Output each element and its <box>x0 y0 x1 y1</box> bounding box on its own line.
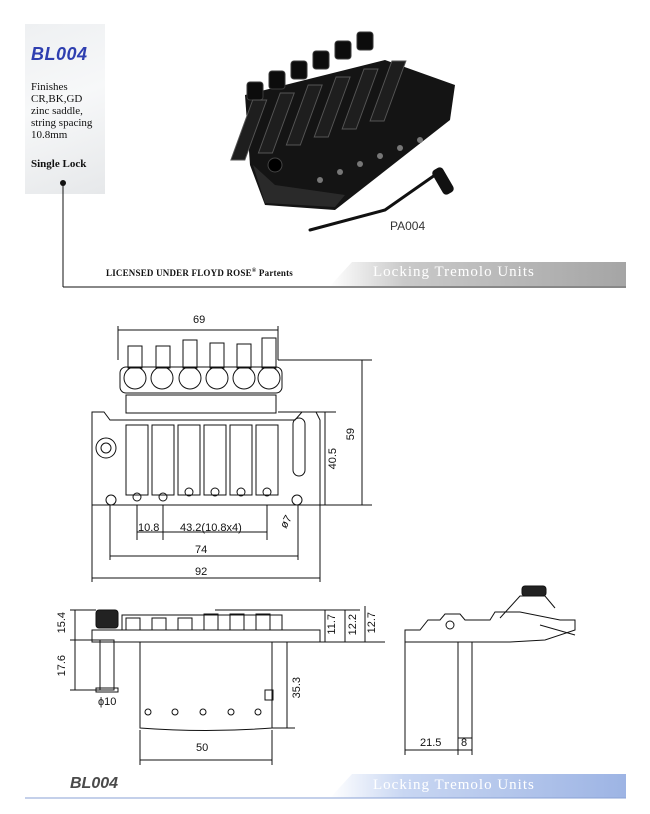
dim-front-diam: ϕ10 <box>98 696 117 708</box>
lock-type-label: Single Lock <box>31 158 87 170</box>
top-band-title: Locking Tremolo Units <box>373 264 535 280</box>
bottom-band-title: Locking Tremolo Units <box>373 777 535 793</box>
dim-front-block-width: 50 <box>196 742 209 754</box>
product-photo <box>230 31 455 232</box>
licensed-label: LICENSED UNDER FLOYD ROSE <box>106 268 252 278</box>
dim-side-d2: 8 <box>461 737 468 749</box>
photo-caption: PA004 <box>390 219 426 233</box>
licensed-suffix: Partents <box>256 268 294 278</box>
dim-width-top: 69 <box>193 314 206 326</box>
dim-spacing: 43.2(10.8x4) <box>180 522 242 534</box>
spec-text: Finishes CR,BK,GD zinc saddle, string sp… <box>31 81 93 141</box>
licensed-text: LICENSED UNDER FLOYD ROSE® Partents <box>106 268 293 278</box>
model-badge: BL004 <box>31 44 88 64</box>
registered-mark: ® <box>251 268 257 274</box>
dim-total-width: 92 <box>195 566 208 578</box>
dim-mid-width: 74 <box>195 544 208 556</box>
dim-side-d1: 21.5 <box>420 737 442 749</box>
info-card <box>25 24 105 194</box>
dim-saddle-first: 10.8 <box>138 522 160 534</box>
footer-model: BL004 <box>70 775 119 792</box>
